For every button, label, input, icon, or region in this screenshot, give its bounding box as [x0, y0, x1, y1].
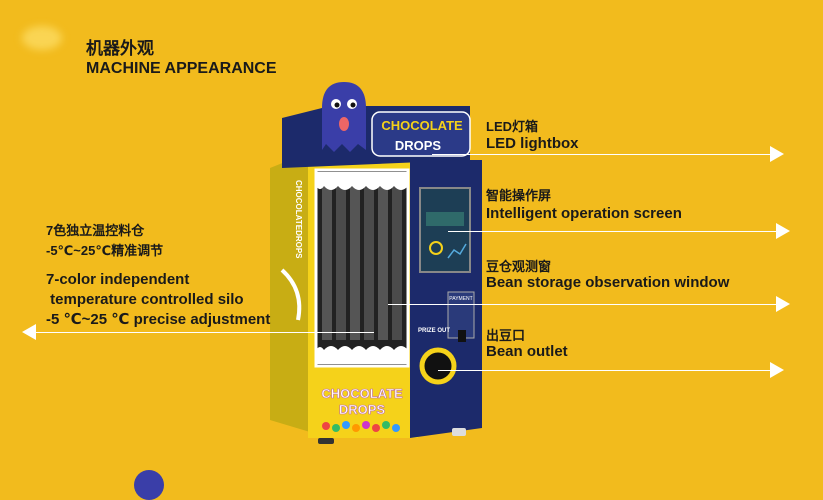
candy-decoration [322, 421, 400, 432]
label-outlet-en: Bean outlet [486, 343, 568, 360]
label-lightbox-en: LED lightbox [486, 135, 579, 152]
lightbox-text-2: DROPS [395, 138, 442, 153]
label-screen-en: Intelligent operation screen [486, 205, 682, 222]
left-label-cn-1: 7色独立温控料仓 [46, 223, 145, 238]
page-title-cn: 机器外观 [86, 39, 154, 58]
bean-outlet [419, 347, 457, 385]
label-window-en: Bean storage observation window [486, 274, 730, 291]
front-text-2: DROPS [339, 402, 386, 417]
left-label-cn-2: -5℃~25℃精准调节 [46, 243, 164, 258]
arrow-lightbox-line [432, 154, 772, 155]
arrow-window-line [388, 304, 778, 305]
arrow-lightbox-head [770, 146, 784, 162]
arrow-window-head [776, 296, 790, 312]
arrow-silo-head [22, 324, 36, 340]
page-title-en: MACHINE APPEARANCE [86, 60, 277, 77]
lightbox-sign [371, 111, 471, 157]
window-bottom-scallop [316, 346, 408, 364]
label-lightbox-cn: LED灯箱 [486, 119, 539, 134]
lightbox-text-1: CHOCOLATE [381, 118, 463, 133]
side-text: CHOCOLATEDROPS [294, 180, 303, 259]
label-outlet-cn: 出豆口 [486, 328, 526, 343]
left-label-en-2: temperature controlled silo [46, 291, 244, 308]
arrow-outlet-line [438, 370, 772, 371]
front-text-1: CHOCOLATE [321, 386, 403, 401]
svg-text:PAYMENT: PAYMENT [449, 296, 472, 302]
arrow-screen-head [776, 223, 790, 239]
corner-decoration [134, 470, 164, 500]
label-window-cn: 豆仓观测窗 [486, 259, 552, 274]
machine-left-side [270, 152, 310, 432]
left-label-en-1: 7-color independent [46, 271, 190, 288]
side-smile [280, 268, 302, 321]
silo-columns [322, 180, 402, 340]
arrow-outlet-head [770, 362, 784, 378]
arrow-screen-line [448, 231, 778, 232]
glow-decoration [22, 26, 62, 50]
operation-screen [419, 187, 471, 273]
vending-machine-illustration: CHOCOLATE DROPS CHOCOLATE DROPS CHOCOLAT… [270, 82, 482, 444]
prize-label: PRIZE OUT [418, 328, 450, 334]
arrow-silo-line [34, 332, 374, 333]
left-label-en-3: -5 ℃~25 ℃ precise adjustment [46, 311, 271, 328]
window-top-scallop [316, 172, 408, 190]
label-screen-cn: 智能操作屏 [486, 188, 552, 203]
